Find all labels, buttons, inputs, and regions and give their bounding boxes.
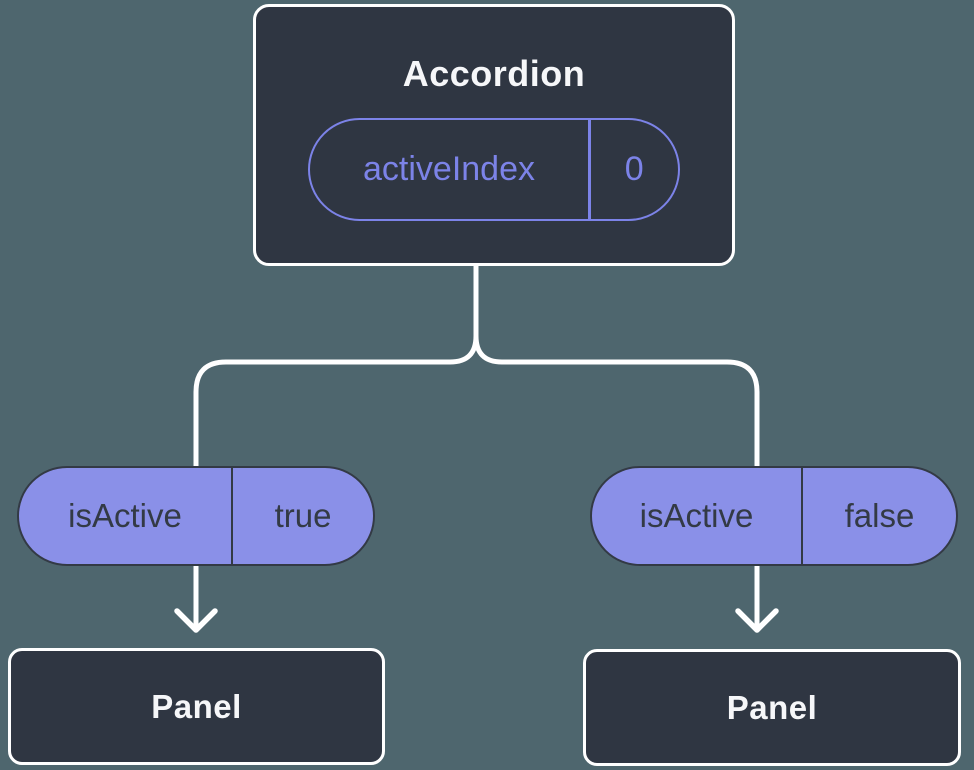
accordion-node-title: Accordion [402, 53, 586, 94]
active-index-prop-pill: activeIndex 0 [308, 118, 680, 221]
panel-node-title: Panel [726, 688, 818, 726]
arrow-down-icon [735, 608, 779, 633]
pill-divider [588, 120, 591, 219]
state-name-label: isActive [68, 497, 182, 534]
is-active-true-pill: isActive true [17, 466, 375, 566]
state-name-label: isActive [639, 497, 754, 534]
pill-divider [801, 468, 803, 564]
prop-value-label: 0 [624, 150, 644, 188]
accordion-node: Accordion activeIndex 0 [253, 4, 735, 266]
panel-node-left: Panel [8, 648, 385, 765]
prop-name-label: activeIndex [363, 150, 535, 188]
pill-divider [231, 468, 233, 564]
state-value-label: true [274, 497, 332, 534]
panel-node-title: Panel [151, 687, 242, 725]
state-value-label: false [844, 497, 915, 534]
arrow-down-icon [174, 608, 218, 633]
is-active-false-pill: isActive false [590, 466, 958, 566]
connector-right-branch [473, 264, 760, 629]
panel-node-right: Panel [583, 649, 961, 766]
connector-left-branch [193, 264, 479, 629]
